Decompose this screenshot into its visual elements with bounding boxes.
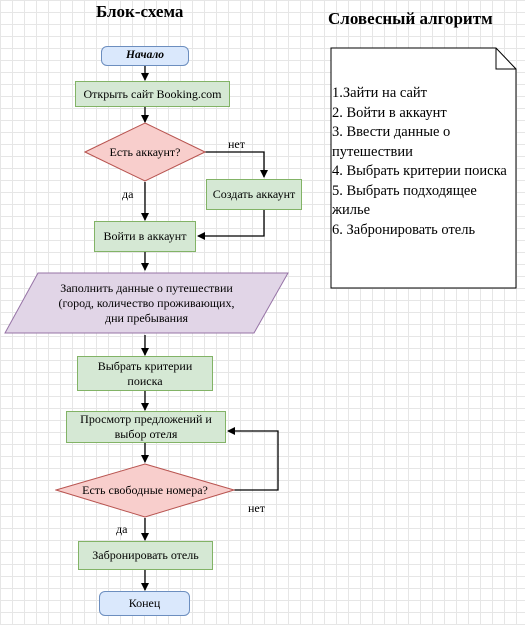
flowchart-title: Блок-схема (96, 2, 184, 21)
end-node: Конец (99, 591, 190, 616)
decision-diamond-shape (55, 463, 235, 518)
choose-criteria-line: Выбрать критерии (97, 358, 193, 373)
arrow-decision-no-to-create (205, 151, 268, 178)
choose-criteria-line: поиска (127, 373, 163, 388)
login-node: Войти в аккаунт (94, 221, 196, 252)
start-label: Начало (126, 49, 164, 62)
choose-criteria-text: Выбрать критерии поиска (95, 359, 196, 389)
verbal-step: 5. Выбрать подходящее жилье (332, 182, 477, 219)
verbal-step: 1.Зайти на сайт (332, 85, 428, 101)
no-account-label: нет (228, 137, 245, 151)
login-label: Войти в аккаунт (103, 229, 187, 244)
decision-diamond-shape (84, 122, 206, 182)
has-account-decision: Есть аккаунт? (84, 122, 206, 182)
view-offers-line: выбор отеля (114, 427, 178, 441)
enter-trip-data-line: (город, количество проживающих, (58, 295, 235, 310)
choose-criteria-node: Выбрать критерии поиска (77, 356, 213, 391)
book-hotel-node: Забронировать отель (78, 541, 213, 570)
enter-trip-data-line: Заполнить данные о путешествии (60, 280, 233, 295)
create-account-node: Создать аккаунт (206, 179, 302, 210)
book-hotel-label: Забронировать отель (92, 548, 199, 563)
verbal-step: 2. Войти в аккаунт (332, 104, 447, 121)
verbal-steps-list: 1.Зайти на сайт 2. Войти в аккаунт 3. Вв… (332, 84, 508, 240)
arrow-rooms-no-loop (227, 427, 279, 491)
create-account-label: Создать аккаунт (212, 187, 296, 202)
parallelogram-shape (4, 272, 289, 334)
enter-trip-data-text: Заполнить данные о путешествии (город, к… (56, 281, 238, 326)
yes-account-label: да (122, 187, 134, 201)
verbal-step: 3. Ввести данные о путешествии (332, 124, 451, 160)
view-offers-line: Просмотр предложений и (80, 412, 212, 426)
view-offers-node: Просмотр предложений и выбор отеля (66, 411, 226, 443)
end-label: Конец (128, 596, 161, 611)
enter-trip-data-line: дни пребывания (104, 310, 189, 325)
yes-rooms-label: да (116, 522, 128, 536)
free-rooms-label: Есть свободные номера? (82, 483, 208, 498)
verbal-step: 4. Выбрать критерии поиска (332, 163, 507, 179)
verbal-algorithm-note (330, 47, 517, 289)
open-site-node: Открыть сайт Booking.com (75, 81, 230, 107)
view-offers-text: Просмотр предложений и выбор отеля (77, 412, 215, 442)
free-rooms-decision: Есть свободные номера? (55, 463, 235, 518)
verbal-algorithm-title: Словесный алгоритм (328, 9, 493, 28)
arrow-create-to-login (197, 210, 265, 240)
start-node: Начало (101, 46, 189, 66)
verbal-step: 6. Забронировать отель (332, 221, 476, 238)
has-account-label: Есть аккаунт? (109, 144, 181, 159)
enter-trip-data-node: Заполнить данные о путешествии (город, к… (4, 272, 289, 334)
open-site-label: Открыть сайт Booking.com (83, 86, 222, 101)
no-rooms-label: нет (248, 501, 265, 515)
